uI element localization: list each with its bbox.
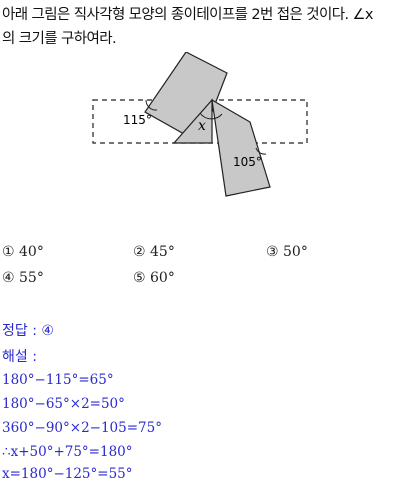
choice-3: ③ 50° xyxy=(266,244,308,260)
angle-arc-left xyxy=(145,99,158,111)
choice-1-number: ① xyxy=(2,244,15,260)
choice-4: ④ 55° xyxy=(2,270,44,286)
choice-2-value: 45° xyxy=(150,244,175,260)
choice-1: ① 40° xyxy=(2,244,44,260)
choice-5-number: ⑤ xyxy=(133,270,146,286)
explanation-step-2: 180°−65°×2=50° xyxy=(2,396,125,412)
choice-4-number: ④ xyxy=(2,270,15,286)
choice-5-value: 60° xyxy=(150,270,175,286)
choice-3-number: ③ xyxy=(266,244,279,260)
explanation-step-4: ∴x+50°+75°=180° xyxy=(2,444,133,460)
fold-triangle xyxy=(172,98,213,144)
angle-arc-right xyxy=(255,147,267,155)
angle-arc-x xyxy=(199,112,223,120)
angle-label-115: 115° xyxy=(123,113,152,127)
explanation-step-1: 180°−115°=65° xyxy=(2,372,114,388)
choice-1-value: 40° xyxy=(19,244,44,260)
angle-label-x: x xyxy=(198,118,206,134)
choice-3-value: 50° xyxy=(283,244,308,260)
explanation-step-3: 360°−90°×2−105=75° xyxy=(2,420,162,436)
explanation-step-5: x=180°−125°=55° xyxy=(2,466,133,482)
choice-2: ② 45° xyxy=(133,244,175,260)
question-line-2: 의 크기를 구하여라. xyxy=(2,31,117,47)
choice-4-value: 55° xyxy=(19,270,44,286)
answer-label: 정답 : ④ xyxy=(2,323,54,339)
angle-label-105: 105° xyxy=(233,155,262,169)
question-line-1: 아래 그림은 직사각형 모양의 종이테이프를 2번 접은 것이다. ∠x xyxy=(2,7,373,23)
explanation-label: 해설 : xyxy=(2,349,37,365)
choice-5: ⑤ 60° xyxy=(133,270,175,286)
folded-tape-figure: 115° x 105° xyxy=(92,52,308,197)
choice-2-number: ② xyxy=(133,244,146,260)
right-folded-flap xyxy=(211,98,271,197)
